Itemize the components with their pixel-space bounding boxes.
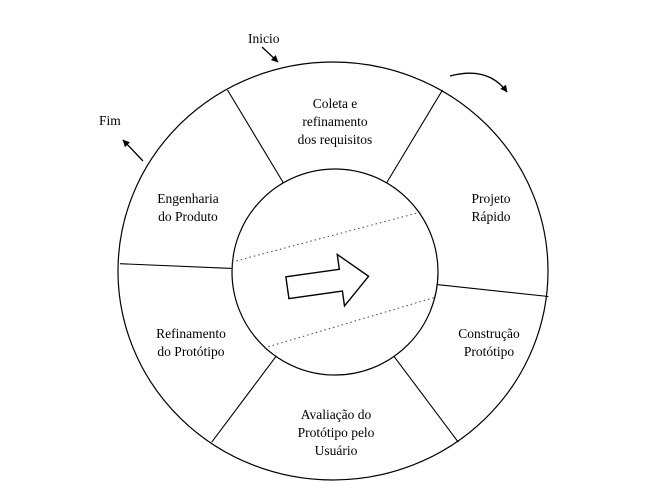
- start-label: Inicio: [248, 31, 280, 46]
- start-arrow-icon: [261, 46, 279, 63]
- dotted-guideline-upper: [231, 211, 422, 263]
- clockwise-direction-arrow-icon: [449, 72, 508, 93]
- dotted-guideline-lower: [263, 296, 437, 349]
- inner-circle: [231, 168, 439, 376]
- outer-circle: [117, 61, 549, 481]
- segment-divider-top-right: [386, 89, 443, 184]
- segment-divider-right: [437, 284, 549, 298]
- segment-divider-top-left: [227, 89, 284, 184]
- segment-label-coleta-requisitos: Coleta e refinamento dos requisitos: [297, 96, 373, 147]
- segment-label-refinamento-prototipo: Refinamento do Protótipo: [156, 326, 226, 359]
- segment-divider-left: [120, 263, 233, 269]
- center-flow-arrow-icon: [285, 252, 370, 308]
- end-arrow-icon: [122, 139, 144, 162]
- segment-divider-bottom-right: [393, 356, 459, 443]
- segment-label-avaliacao-prototipo: Avaliação do Protótipo pelo Usuário: [297, 407, 375, 458]
- segment-divider-bottom-left: [211, 356, 277, 443]
- segment-label-construcao-prototipo: Construção Protótipo: [458, 326, 520, 359]
- segment-label-projeto-rapido: Projeto Rápido: [471, 191, 511, 224]
- segment-label-engenharia-produto: Engenharia do Produto: [157, 191, 219, 224]
- end-label: Fim: [99, 113, 121, 128]
